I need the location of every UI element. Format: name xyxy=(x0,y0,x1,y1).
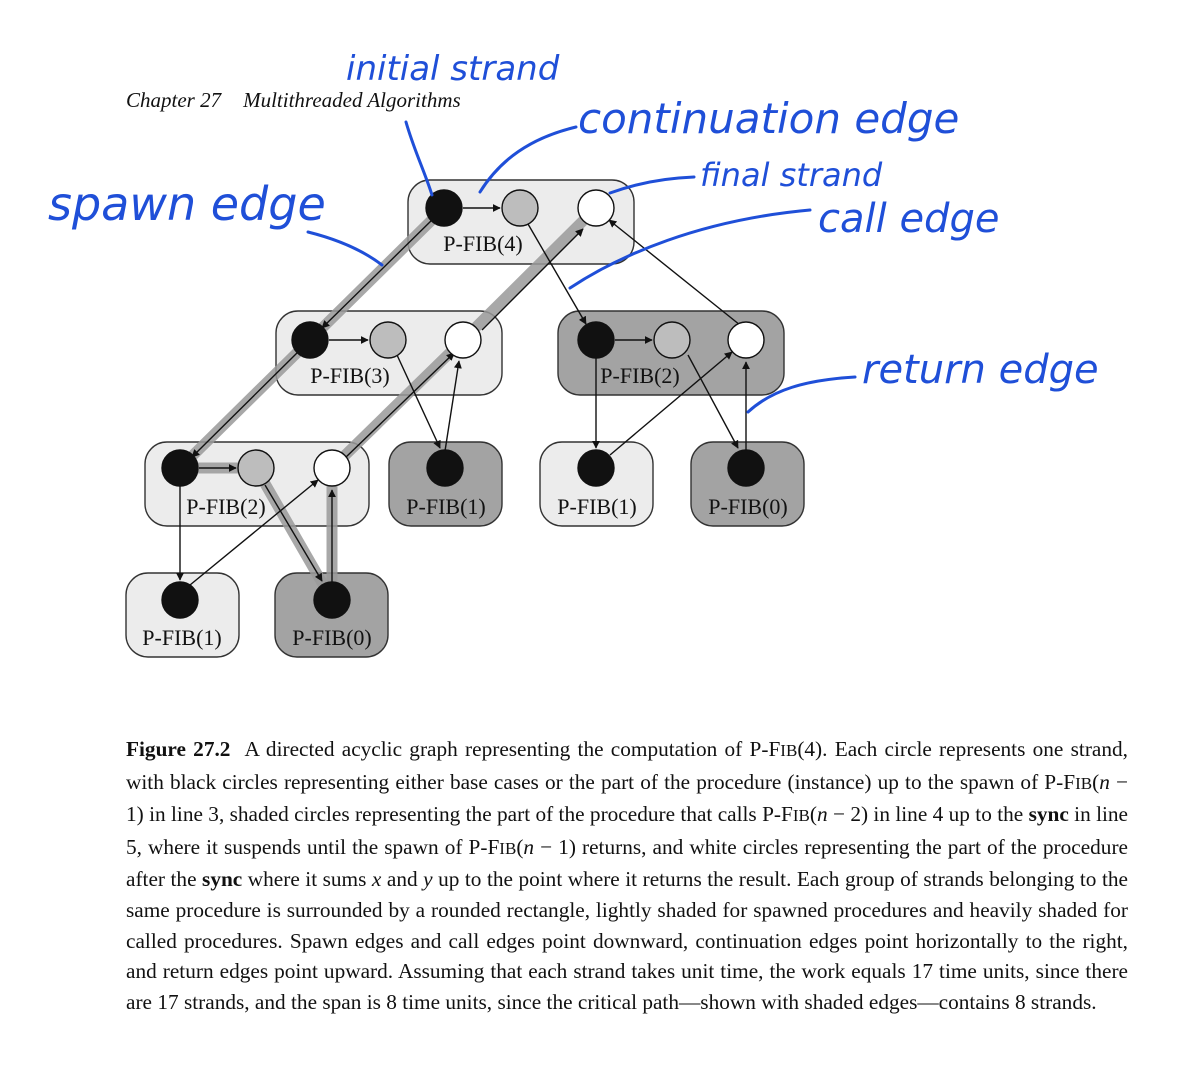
label-fib4: P-FIB(4) xyxy=(443,231,522,256)
black-strand xyxy=(727,449,765,487)
black-strand xyxy=(161,449,199,487)
black-strand xyxy=(426,449,464,487)
annotation-continuation-edge: continuation edge xyxy=(578,94,959,143)
return-edge xyxy=(608,219,741,326)
annotation-final-strand: final strand xyxy=(700,156,883,194)
chapter-title: Multithreaded Algorithms xyxy=(243,88,461,112)
shaded-strand xyxy=(369,321,407,359)
annotation-return-edge: return edge xyxy=(862,347,1099,393)
label-fib2-called: P-FIB(2) xyxy=(600,363,679,388)
handwritten-annotations xyxy=(306,120,857,414)
return-edge xyxy=(481,228,584,331)
black-strand xyxy=(161,581,199,619)
shaded-strand xyxy=(501,189,539,227)
label-fib1-a: P-FIB(1) xyxy=(406,494,485,519)
chapter-number: Chapter 27 xyxy=(126,88,222,112)
figure-number: Figure 27.2 xyxy=(126,737,231,761)
black-strand xyxy=(577,449,615,487)
black-strand xyxy=(313,581,351,619)
black-strand xyxy=(425,189,463,227)
edges xyxy=(176,204,750,586)
spawn-edge xyxy=(321,216,436,329)
strands xyxy=(161,189,765,619)
label-fib1-b: P-FIB(1) xyxy=(142,625,221,650)
dag-figure: P-FIB(4) P-FIB(3) P-FIB(2) P-FIB(2) P-FI… xyxy=(48,49,1099,658)
white-strand xyxy=(727,321,765,359)
annotation-call-edge: call edge xyxy=(818,196,999,242)
shaded-strand xyxy=(653,321,691,359)
black-strand xyxy=(291,321,329,359)
label-fib1-c: P-FIB(1) xyxy=(557,494,636,519)
white-strand xyxy=(444,321,482,359)
black-strand xyxy=(577,321,615,359)
call-edge xyxy=(527,223,587,325)
label-fib0-a: P-FIB(0) xyxy=(292,625,371,650)
label-fib2-spawned: P-FIB(2) xyxy=(186,494,265,519)
annotation-spawn-edge: spawn edge xyxy=(48,177,326,231)
shaded-strand xyxy=(237,449,275,487)
label-fib3: P-FIB(3) xyxy=(310,363,389,388)
running-header: Chapter 27 Multithreaded Algorithms xyxy=(126,88,461,113)
white-strand xyxy=(313,449,351,487)
label-fib0-b: P-FIB(0) xyxy=(708,494,787,519)
annotation-initial-strand: initial strand xyxy=(346,49,560,89)
white-strand xyxy=(577,189,615,227)
